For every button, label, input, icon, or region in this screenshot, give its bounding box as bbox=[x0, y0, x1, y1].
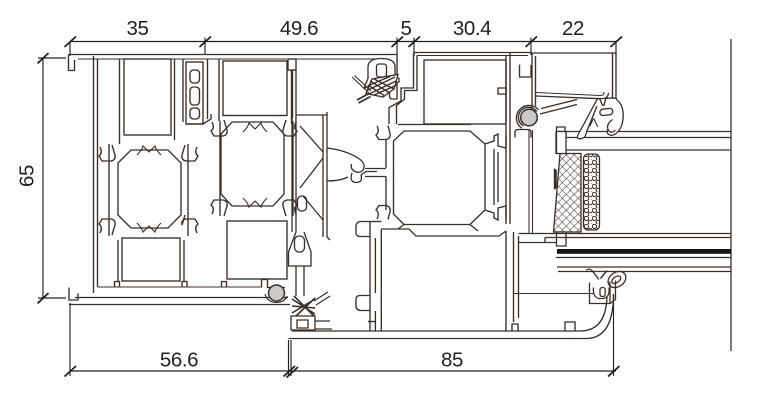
svg-text:22: 22 bbox=[562, 17, 584, 40]
svg-text:49.6: 49.6 bbox=[280, 17, 318, 40]
svg-text:5: 5 bbox=[400, 17, 411, 40]
svg-text:56.6: 56.6 bbox=[160, 349, 198, 372]
svg-text:65: 65 bbox=[16, 165, 39, 187]
svg-text:35: 35 bbox=[126, 17, 148, 40]
svg-text:85: 85 bbox=[441, 349, 463, 372]
svg-text:30.4: 30.4 bbox=[453, 17, 491, 40]
